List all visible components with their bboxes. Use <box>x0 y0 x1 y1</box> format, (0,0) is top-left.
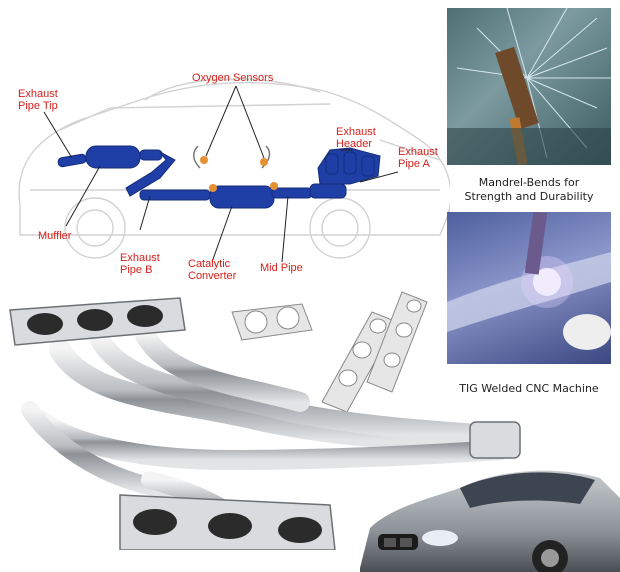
car-outline <box>18 78 450 259</box>
exhaust-parts <box>57 145 381 209</box>
label-muffler: Muffler <box>38 230 72 242</box>
exhaust-pipe-b-shape <box>125 151 176 197</box>
exhaust-system-diagram <box>18 78 450 263</box>
mandrel-bend-photo <box>447 8 611 165</box>
label-exhaust-pipe-tip: Exhaust Pipe Tip <box>18 88 58 112</box>
label-exhaust-pipe-b: Exhaust Pipe B <box>120 252 160 276</box>
chrome-exhaust-headers <box>9 297 521 550</box>
car-photo <box>350 458 620 572</box>
gaskets <box>231 291 428 413</box>
leader-lines <box>43 85 399 263</box>
exhaust-tip-shape <box>57 153 87 168</box>
label-exhaust-header: Exhaust Header <box>336 126 376 150</box>
label-oxygen-sensors: Oxygen Sensors <box>192 72 274 84</box>
catalytic-converter-shape <box>209 185 275 209</box>
header-gasket-right <box>366 291 428 393</box>
muffler-shape <box>85 145 141 169</box>
label-mid-pipe: Mid Pipe <box>260 262 303 274</box>
mandrel-caption: Mandrel-Bends for Strength and Durabilit… <box>464 176 594 203</box>
tig-caption: TIG Welded CNC Machine <box>459 382 599 395</box>
label-exhaust-pipe-a: Exhaust Pipe A <box>398 146 438 170</box>
label-catalytic-converter: Catalytic Converter <box>188 258 237 282</box>
mid-pipe-shape <box>271 187 313 199</box>
oxygen-sensor-shapes <box>193 145 278 192</box>
tig-weld-photo <box>447 212 611 364</box>
